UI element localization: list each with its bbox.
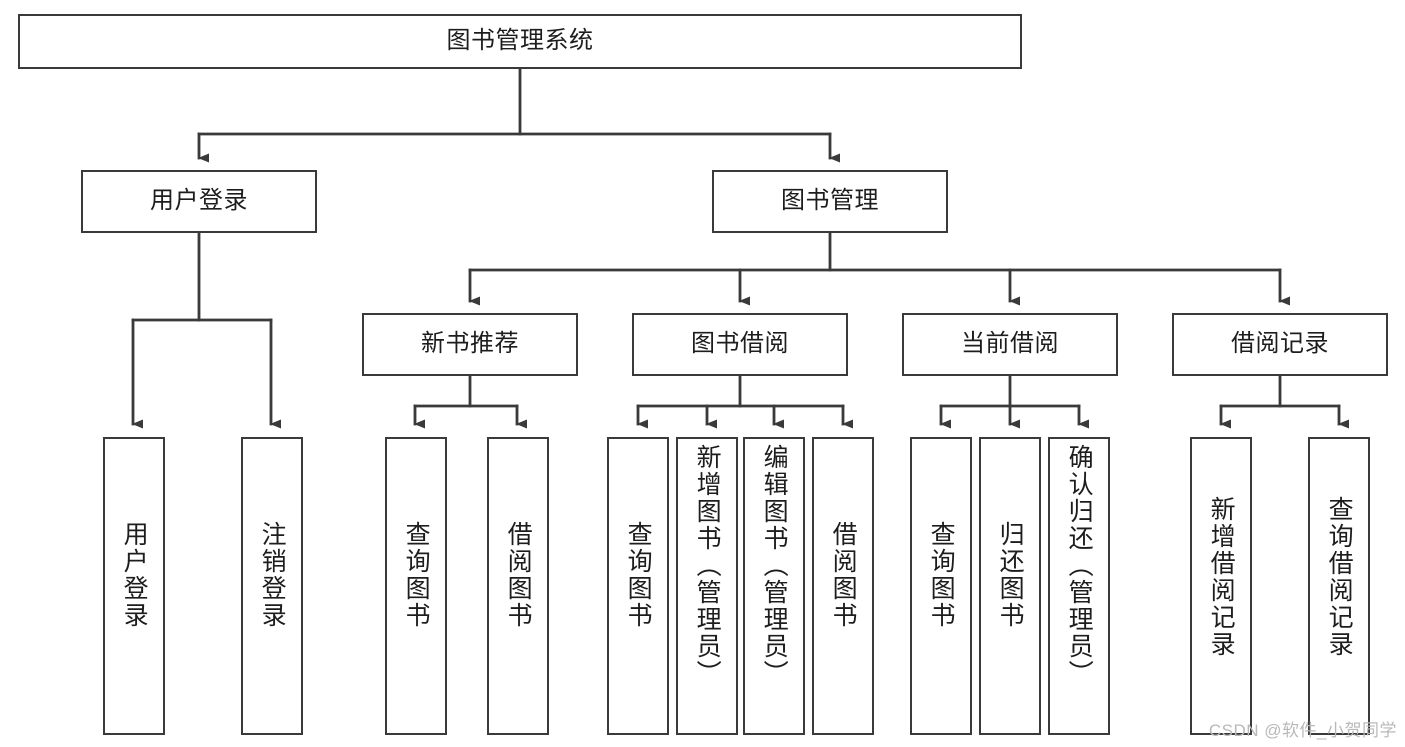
node-root[interactable]: 图书管理系统 xyxy=(18,14,1022,69)
node-book-management[interactable]: 图书管理 xyxy=(712,170,948,233)
leaf-user-logout[interactable]: 注销登录 xyxy=(241,437,303,735)
leaf-add-borrow-record[interactable]: 新增借阅记录 xyxy=(1190,437,1252,735)
leaf-user-logout-label: 注销登录 xyxy=(258,520,287,629)
leaf-user-login[interactable]: 用户登录 xyxy=(103,437,165,735)
leaf-edit-book-admin-label: 编辑图书（管理员） xyxy=(760,444,789,688)
leaf-confirm-return-admin-label: 确认归还（管理员） xyxy=(1065,444,1094,688)
node-book-borrow-label: 图书借阅 xyxy=(691,330,789,358)
node-current-borrow[interactable]: 当前借阅 xyxy=(902,313,1118,376)
leaf-confirm-return-admin[interactable]: 确认归还（管理员） xyxy=(1048,437,1110,735)
node-user-login-label: 用户登录 xyxy=(150,187,248,215)
node-borrow-records[interactable]: 借阅记录 xyxy=(1172,313,1388,376)
node-book-borrow[interactable]: 图书借阅 xyxy=(632,313,848,376)
leaf-return-book[interactable]: 归还图书 xyxy=(979,437,1041,735)
node-root-label: 图书管理系统 xyxy=(446,27,594,55)
leaf-edit-book-admin[interactable]: 编辑图书（管理员） xyxy=(743,437,805,735)
watermark-text: CSDN @软件_小贺同学 xyxy=(1208,721,1397,740)
leaf-query-book-borrow-label: 查询图书 xyxy=(624,520,653,629)
leaf-add-borrow-record-label: 新增借阅记录 xyxy=(1207,496,1236,659)
leaf-borrow-book-action-label: 借阅图书 xyxy=(829,520,858,629)
leaf-query-borrow-record[interactable]: 查询借阅记录 xyxy=(1308,437,1370,735)
node-borrow-records-label: 借阅记录 xyxy=(1231,330,1329,358)
leaf-query-book-current-label: 查询图书 xyxy=(927,520,956,629)
node-user-login[interactable]: 用户登录 xyxy=(81,170,317,233)
leaf-borrow-book-action[interactable]: 借阅图书 xyxy=(812,437,874,735)
leaf-borrow-book-recommend-label: 借阅图书 xyxy=(504,520,533,629)
leaf-user-login-label: 用户登录 xyxy=(120,520,149,629)
leaf-query-book-recommend-label: 查询图书 xyxy=(402,520,431,629)
leaf-add-book-admin-label: 新增图书（管理员） xyxy=(693,444,722,688)
leaf-borrow-book-recommend[interactable]: 借阅图书 xyxy=(487,437,549,735)
node-new-book-recommend[interactable]: 新书推荐 xyxy=(362,313,578,376)
leaf-query-book-recommend[interactable]: 查询图书 xyxy=(385,437,447,735)
leaf-add-book-admin[interactable]: 新增图书（管理员） xyxy=(676,437,738,735)
node-current-borrow-label: 当前借阅 xyxy=(961,330,1059,358)
leaf-return-book-label: 归还图书 xyxy=(996,520,1025,629)
leaf-query-borrow-record-label: 查询借阅记录 xyxy=(1325,496,1354,659)
node-new-book-recommend-label: 新书推荐 xyxy=(421,330,519,358)
node-book-management-label: 图书管理 xyxy=(781,187,879,215)
leaf-query-book-borrow[interactable]: 查询图书 xyxy=(607,437,669,735)
leaf-query-book-current[interactable]: 查询图书 xyxy=(910,437,972,735)
